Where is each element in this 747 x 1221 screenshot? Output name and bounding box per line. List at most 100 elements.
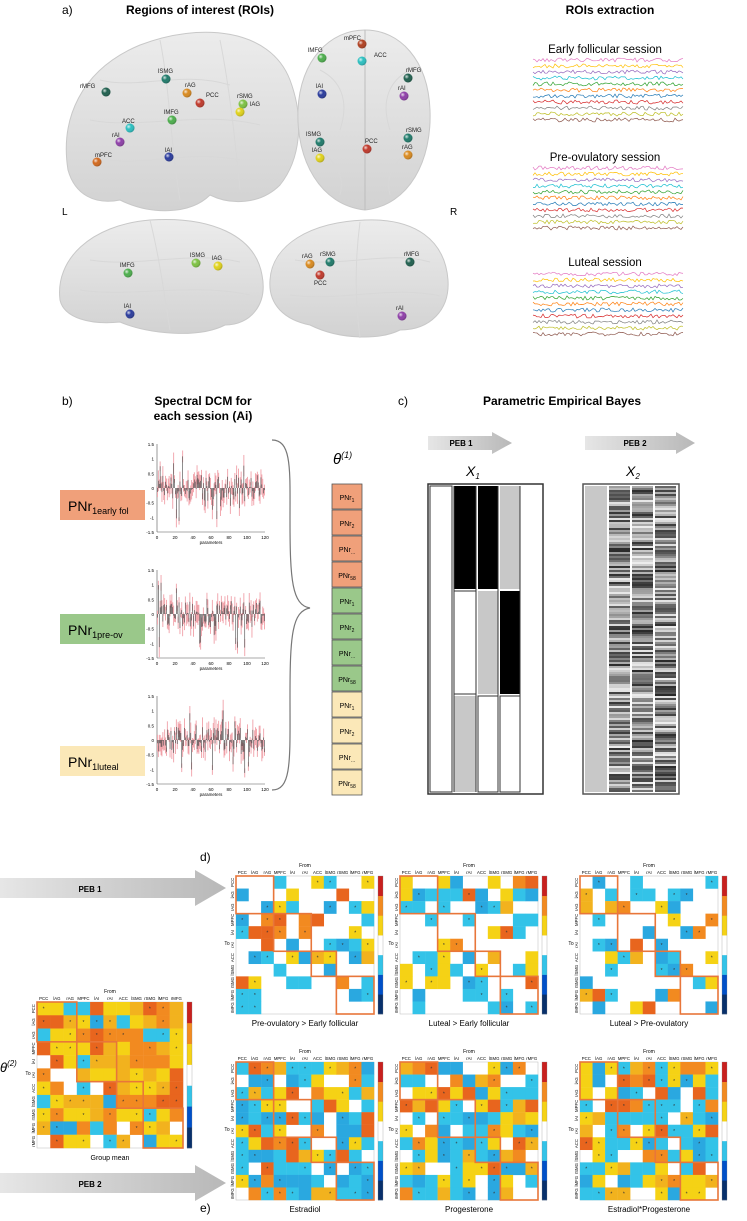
- x2-row: [609, 596, 630, 598]
- matrix-cell: [63, 1055, 78, 1069]
- x-tick: 120: [261, 787, 269, 792]
- matrix-cell: [450, 1174, 463, 1188]
- x2-row: [655, 560, 676, 562]
- x2-row: [655, 514, 676, 516]
- matrix-col-label: MPFC: [438, 870, 450, 875]
- matrix-cell: [361, 913, 375, 927]
- matrix-cell: [76, 1134, 91, 1149]
- x2-row: [655, 552, 676, 554]
- x2-row: [609, 744, 630, 746]
- matrix-asterisk: *: [254, 956, 256, 962]
- matrix-cell: [425, 951, 438, 965]
- x2-row: [655, 528, 676, 530]
- matrix-asterisk: *: [610, 968, 612, 974]
- matrix-asterisk: *: [711, 880, 713, 886]
- roi-marker-shade: [325, 257, 335, 267]
- x-tick: 60: [208, 661, 214, 666]
- matrix-cell: [450, 1099, 463, 1113]
- roi-marker-shade: [235, 107, 245, 117]
- matrix-cell: [680, 1187, 694, 1201]
- matrix-cell: [475, 901, 489, 914]
- x2-row: [609, 688, 630, 690]
- matrix-cell: [512, 913, 526, 927]
- matrix-cell: [605, 1149, 618, 1163]
- matrix-cell: [475, 888, 489, 902]
- x2-row: [632, 720, 653, 722]
- theta1-cell-bg: [331, 561, 363, 588]
- matrix-asterisk: *: [266, 1104, 268, 1110]
- matrix-cell: [103, 1041, 117, 1056]
- matrix-cell: [412, 988, 426, 1002]
- matrix-cell: [450, 1162, 463, 1176]
- matrix-row-label: lAG: [230, 1077, 235, 1085]
- matrix-cell: [667, 888, 681, 902]
- matrix-col-label: rAI: [302, 1056, 308, 1061]
- matrix-col-label: rSMG: [501, 1056, 513, 1061]
- matrix-cell: [361, 988, 375, 1002]
- x-tick: 0: [156, 535, 159, 540]
- x2-row: [632, 670, 653, 672]
- matrix-cell: [617, 1074, 631, 1088]
- matrix-cell: [116, 1055, 131, 1069]
- matrix-asterisk: *: [279, 1129, 281, 1135]
- matrix-cell: [298, 1174, 312, 1188]
- x2-row: [655, 622, 676, 624]
- x2-row: [655, 488, 676, 490]
- matrix-cell: [500, 901, 514, 914]
- x2-row: [655, 656, 676, 658]
- matrix-cell: [580, 1062, 593, 1075]
- theta1-cell-bg: [331, 743, 363, 770]
- colorbar-segment: [187, 1002, 192, 1024]
- matrix-asterisk: *: [367, 943, 369, 949]
- x2-row: [609, 690, 630, 692]
- x2-row: [609, 640, 630, 642]
- matrix-cell: [400, 888, 413, 902]
- matrix-cell: [361, 976, 375, 990]
- matrix-cell: [236, 1162, 249, 1176]
- matrix-col-label: PCC: [582, 1056, 591, 1061]
- matrix-asterisk: *: [468, 1192, 470, 1198]
- network-outline: [272, 912, 313, 953]
- x2-row: [609, 492, 630, 494]
- x2-row: [655, 790, 676, 792]
- colorbar-segment: [722, 1101, 727, 1122]
- x-tick: 80: [226, 787, 232, 792]
- matrix-cell: [248, 1099, 262, 1113]
- roi-mPFC: mPFC: [344, 36, 367, 49]
- matrix-cell: [680, 963, 694, 977]
- matrix-cell: [617, 1174, 631, 1188]
- matrix-col-label: rSMG: [501, 870, 513, 875]
- matrix-cell: [336, 1137, 350, 1151]
- matrix-asterisk: *: [136, 1113, 138, 1119]
- matrix-cell: [462, 1187, 476, 1201]
- matrix-asterisk: *: [109, 1033, 111, 1039]
- colorbar-segment: [722, 1180, 727, 1201]
- x2-row: [609, 762, 630, 764]
- matrix-cell: [487, 1001, 501, 1015]
- colorbar-segment: [542, 935, 547, 956]
- roi-label: PCC: [206, 93, 219, 99]
- matrix-cell: [512, 1099, 526, 1113]
- matrix-asterisk: *: [610, 943, 612, 949]
- matrix-cell: [437, 1149, 451, 1163]
- matrix-cell: [642, 888, 656, 902]
- matrix-cell: [236, 1099, 249, 1113]
- x2-row: [655, 588, 676, 590]
- matrix-cell: [361, 1062, 375, 1075]
- matrix-cell: [400, 1162, 413, 1176]
- matrix-cell: [487, 1112, 501, 1125]
- matrix-cell: [580, 1074, 593, 1088]
- matrix-cell: [37, 1068, 51, 1082]
- matrix-cell: [655, 901, 669, 914]
- theta1-cell-label: PNr58: [338, 677, 356, 686]
- matrix-asterisk: *: [122, 1139, 124, 1145]
- x2-row: [655, 726, 676, 728]
- x2-row: [632, 724, 653, 726]
- roi-marker-shade: [164, 152, 174, 162]
- matrix-row-label: MPFC: [394, 914, 399, 926]
- matrix-cell: [475, 1112, 489, 1125]
- x2-row: [632, 756, 653, 758]
- roi-timeseries: [532, 63, 684, 69]
